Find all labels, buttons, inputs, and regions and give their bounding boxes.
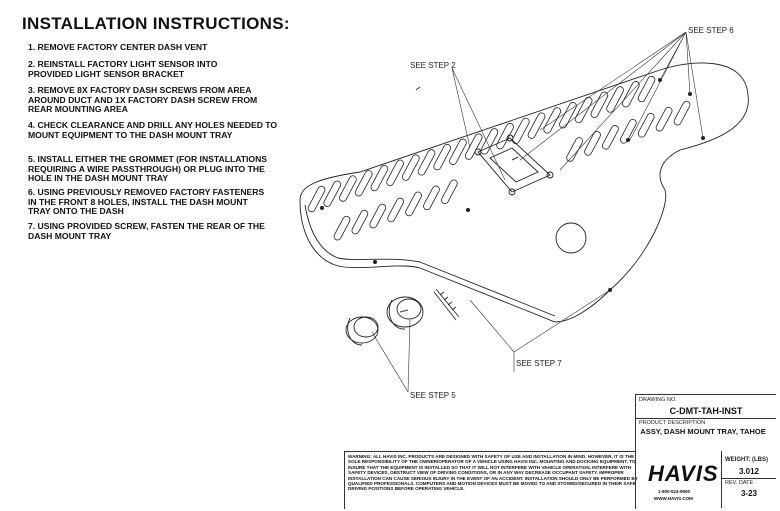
vent-slot [574,96,593,124]
step-3: 3. REMOVE 8X FACTORY DASH SCREWS FROM AR… [28,85,258,115]
step-4: 4. CHECK CLEARANCE AND DRILL ANY HOLES N… [28,120,278,140]
drawing-no: C-DMT-TAH-INST [669,406,743,416]
vent-slot [354,170,373,197]
vent-slot [351,209,369,235]
grommet-hole [555,222,587,254]
vent-slot [480,128,499,155]
warning-text: WARNING: ALL HAVIS INC. PRODUCTS ARE DES… [348,454,638,492]
vent-slot [673,100,691,126]
grommet [386,296,424,328]
vent-slot [606,86,624,113]
vent-slot [405,191,422,217]
vent-slot [339,175,357,202]
vent-slot [449,138,467,166]
weight-value: 3.012 [738,467,760,476]
vent-slot [369,203,387,229]
vent-slot [417,149,436,176]
product-desc: ASSY, DASH MOUNT TRAY, TAHOE [640,427,766,436]
tray-outline [299,62,749,323]
vent-slot [464,133,483,160]
vent-slot [566,137,583,162]
vent-slot [543,107,562,134]
vent-slot [584,131,601,156]
step-2: 2. REINSTALL FACTORY LIGHT SENSOR INTO P… [28,59,218,79]
vent-slot [370,164,389,192]
vent-slot [602,125,619,150]
vent-slot [387,197,405,223]
havis-logo: HAVIS [648,461,719,486]
vent-slot [559,102,577,129]
vent-slot [621,81,640,108]
step-6: 6. USING PREVIOUSLY REMOVED FACTORY FAST… [28,187,265,217]
product-desc-label: PRODUCT DESCRIPTION [639,420,706,426]
vent-slot [527,112,546,139]
website: WWW.HAVIS.COM [654,496,693,501]
drawing-no-label: DRAWING NO. [639,397,677,403]
step-7: 7. USING PROVIDED SCREW, FASTEN THE REAR… [28,221,265,241]
vent-slot [655,106,673,132]
logo-box: HAVIS 1-800-524-9900 WWW.HAVIS.COM [635,451,722,508]
vent-slot [307,185,326,213]
vent-slots [307,75,691,241]
callout-step-7: SEE STEP 7 [516,359,562,368]
rev-date-label: REV. DATE [725,480,754,486]
sensor-bracket [477,137,551,193]
vent-slot [423,185,440,211]
vent-slot [590,91,609,118]
warning-box: WARNING: ALL HAVIS INC. PRODUCTS ARE DES… [344,451,638,509]
plug [345,316,379,344]
vent-slot [386,159,404,186]
vent-slot [333,215,351,241]
step-5: 5. INSTALL EITHER THE GROMMET (FOR INSTA… [28,154,268,184]
callout-step-2: SEE STEP 2 [410,61,456,70]
page-title: INSTALLATION INSTRUCTIONS: [22,14,290,33]
vent-slot [401,154,420,181]
screw [433,288,460,321]
callout-step-6: SEE STEP 6 [688,26,734,35]
weight-box: WEIGHT: (LBS) 3.012 REV. DATE 3-23 [721,451,776,508]
vent-slot [323,180,342,207]
vent-slot [511,117,530,145]
phone: 1-800-524-9900 [658,489,691,494]
vent-slot [440,179,458,205]
vent-slot [433,143,452,171]
vent-slot [496,122,514,150]
weight-label: WEIGHT: (LBS) [725,457,768,463]
rev-date: 3-23 [740,489,757,498]
callout-step-5: SEE STEP 5 [410,391,456,400]
vent-slot [619,118,637,144]
vent-slot [637,112,655,138]
step-1: 1. REMOVE FACTORY CENTER DASH VENT [28,42,208,52]
vent-slot [637,75,656,103]
